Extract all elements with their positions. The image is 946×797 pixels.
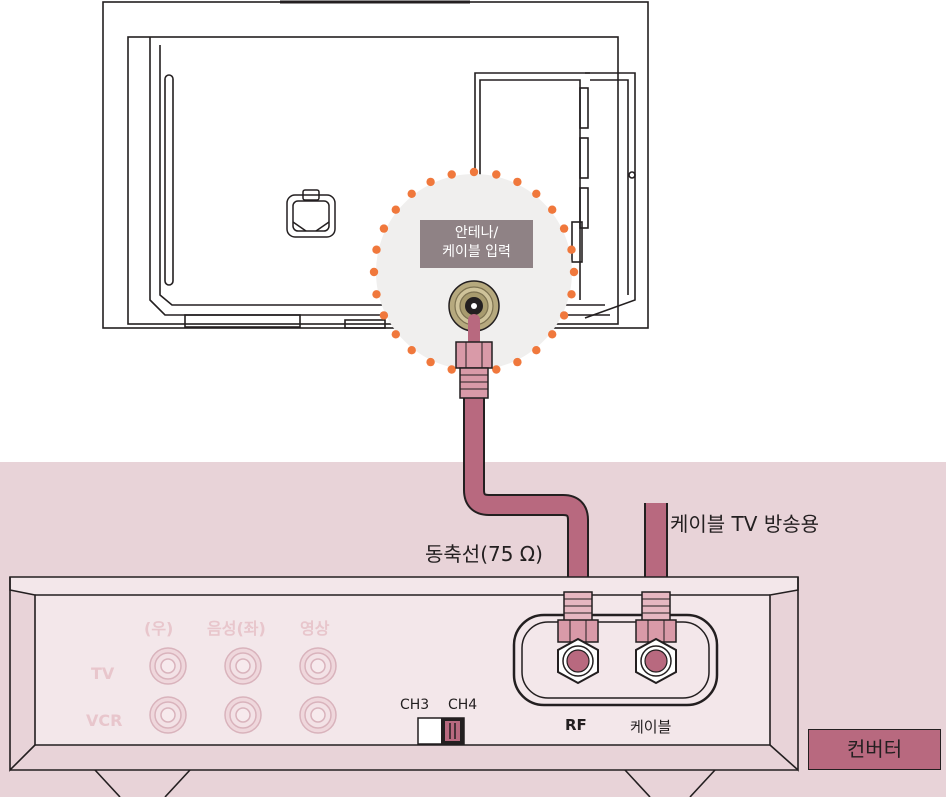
av-jack	[224, 647, 262, 685]
callout-dot	[369, 267, 379, 277]
callout-dot	[559, 224, 569, 233]
audio-right-label: (우)	[144, 619, 174, 638]
callout-dot	[492, 365, 501, 374]
callout-dot	[379, 224, 389, 233]
callout-dot	[447, 170, 456, 179]
av-jack	[149, 647, 187, 685]
audio-left-label: 음성(좌)	[207, 619, 266, 638]
av-jack	[299, 696, 337, 734]
callout-dot	[532, 189, 541, 198]
coax-cable-label: 동축선(75 Ω)	[425, 542, 543, 566]
cable-in-connector[interactable]	[635, 591, 677, 685]
callout-dot	[548, 205, 557, 214]
antenna-input-label: 안테나/ 케이블 입력	[420, 220, 533, 268]
handle-icon	[286, 189, 336, 238]
callout-dot	[567, 245, 576, 254]
video-label: 영상	[300, 619, 330, 638]
callout-dot	[567, 290, 576, 299]
callout-dot	[391, 205, 400, 214]
callout-dot	[569, 267, 579, 277]
callout-dot	[372, 290, 381, 299]
converter-name-label: 컨버터	[808, 729, 941, 770]
channel-switch[interactable]	[417, 717, 465, 745]
callout-dot	[532, 346, 541, 355]
callout-dot	[407, 346, 416, 355]
converter-body	[9, 576, 799, 797]
callout-dot	[407, 189, 416, 198]
callout-dots	[369, 167, 579, 377]
antenna-input-label-line2: 케이블 입력	[442, 244, 511, 260]
av-jack	[299, 647, 337, 685]
rf-label: RF	[565, 716, 587, 734]
callout-dot	[391, 330, 400, 339]
callout-dot	[447, 365, 456, 374]
cable-in-label: 케이블	[630, 718, 672, 736]
antenna-input-connector	[448, 280, 500, 332]
callout-dot	[426, 357, 435, 367]
callout-dot	[469, 167, 479, 177]
ch4-label: CH4	[448, 697, 478, 713]
callout-dot	[372, 245, 381, 254]
vcr-row-label: VCR	[86, 711, 123, 730]
callout-dot	[426, 177, 435, 187]
callout-dot	[492, 170, 501, 179]
av-jack	[149, 696, 187, 734]
ch3-label: CH3	[400, 697, 430, 713]
callout-dot	[548, 330, 557, 339]
antenna-input-label-line1: 안테나/	[454, 225, 499, 241]
rf-port-frame	[512, 613, 719, 707]
callout-dot	[379, 311, 389, 320]
av-jack	[224, 696, 262, 734]
callout-dot	[513, 177, 522, 187]
cable-broadcast-label: 케이블 TV 방송용	[670, 512, 820, 536]
callout-dot	[559, 311, 569, 320]
rf-connector[interactable]	[557, 591, 599, 685]
tv-row-label: TV	[91, 664, 115, 683]
callout-dot	[513, 357, 522, 367]
coax-cable	[455, 314, 589, 600]
av-jacks	[149, 647, 337, 734]
